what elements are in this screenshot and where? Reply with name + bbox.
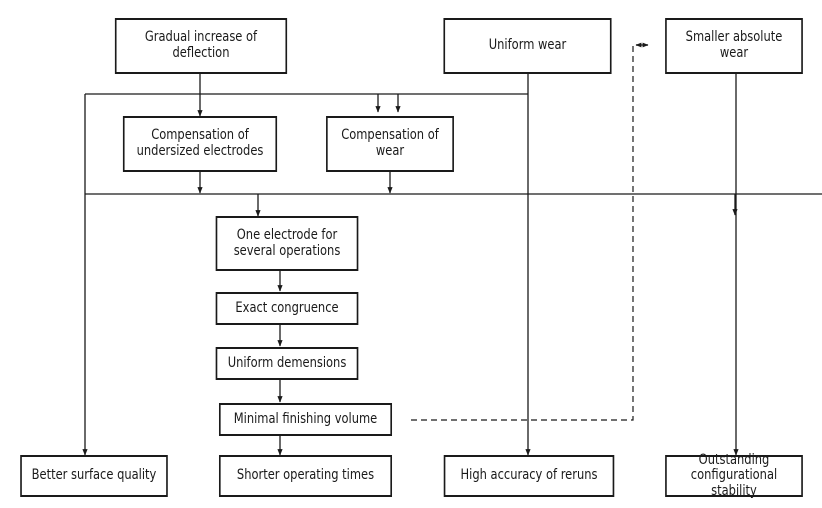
node-minimal-finishing: Minimal finishing volume	[218, 403, 393, 436]
node-gradual-deflection-label: Gradual increase of deflection	[144, 29, 258, 61]
node-uniform-dimensions: Uniform demensions	[215, 347, 359, 380]
node-smaller-absolute-wear-label: Smaller absolute wear	[685, 29, 783, 61]
node-better-surface-label: Better surface quality	[31, 467, 157, 484]
node-compensation-wear-label: Compensation of wear	[341, 127, 439, 159]
node-high-accuracy-label: High accuracy of reruns	[460, 467, 598, 484]
node-uniform-wear: Uniform wear	[443, 18, 612, 74]
node-exact-congruence: Exact congruence	[215, 292, 359, 325]
node-smaller-absolute-wear: Smaller absolute wear	[665, 18, 803, 74]
node-minimal-finishing-label: Minimal finishing volume	[233, 410, 378, 427]
node-exact-congruence-label: Exact congruence	[235, 299, 339, 316]
node-shorter-times-label: Shorter operating times	[236, 467, 375, 484]
node-uniform-dimensions-label: Uniform demensions	[227, 354, 347, 371]
node-compensation-undersized: Compensation of undersized electrodes	[122, 116, 278, 172]
edge-dashed-finishing-to-smaller-wear	[411, 42, 649, 421]
node-outstanding-stability-label: Outstanding configurational stability	[690, 451, 778, 499]
node-better-surface: Better surface quality	[20, 455, 168, 497]
node-compensation-wear: Compensation of wear	[326, 116, 454, 172]
node-compensation-undersized-label: Compensation of undersized electrodes	[136, 127, 264, 159]
node-one-electrode-label: One electrode for several operations	[233, 226, 341, 259]
node-outstanding-stability: Outstanding configurational stability	[665, 451, 803, 499]
node-high-accuracy: High accuracy of reruns	[443, 455, 615, 497]
node-shorter-times: Shorter operating times	[218, 455, 393, 497]
node-uniform-wear-label: Uniform wear	[488, 37, 567, 54]
node-gradual-deflection: Gradual increase of deflection	[114, 18, 288, 74]
node-one-electrode: One electrode for several operations	[215, 216, 359, 271]
